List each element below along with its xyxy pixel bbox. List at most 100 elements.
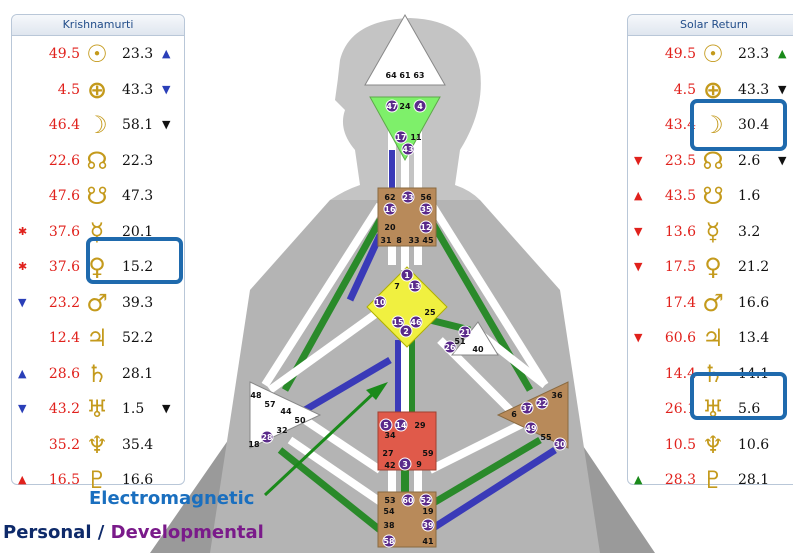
head-center — [364, 13, 446, 86]
moon-icon: ☽ — [702, 111, 724, 139]
legend-slash: / — [97, 522, 105, 543]
pre-indicator: ▼ — [18, 402, 27, 415]
gate-marker — [401, 493, 415, 507]
design-value: 43.2 — [48, 401, 80, 417]
post-indicator: ▼ — [162, 82, 171, 96]
gate-marker — [400, 268, 414, 282]
planet-row: 22.6☊22.3 — [12, 145, 184, 177]
pre-indicator: ▲ — [634, 189, 643, 202]
personality-value: 21.2 — [738, 259, 770, 275]
planet-row: ▼23.5☊2.6▼ — [628, 145, 793, 177]
gate-number: 30 — [554, 440, 566, 449]
personality-value: 16.6 — [738, 294, 770, 311]
personality-value: 15.2 — [122, 259, 154, 275]
personality-value: 43.3 — [122, 81, 154, 98]
planet-row: ▼23.2♂39.3 — [12, 287, 184, 319]
legend-line2: Personal / Developmental — [3, 522, 264, 543]
legend-electromagnetic: Electromagnetic — [89, 488, 255, 509]
gate-number: 51 — [454, 337, 466, 346]
gate-number: 35 — [420, 205, 432, 214]
uranus-icon: ♅ — [702, 395, 724, 423]
planet-panel-left: Krishnamurti 49.5☉23.3▲4.5⊕43.3▼46.4☽58.… — [11, 14, 185, 493]
gate-number: 14 — [395, 421, 407, 430]
jupiter-icon: ♃ — [702, 324, 724, 352]
gate-marker — [419, 202, 433, 216]
planet-row: 49.5☉23.3▲ — [12, 38, 184, 70]
gate-number: 10 — [374, 298, 386, 307]
gate-marker — [419, 220, 433, 234]
planet-row: ✱37.6♀15.2 — [12, 251, 184, 283]
gate-number: 62 — [384, 193, 395, 202]
planet-row: ▲28.6♄28.1 — [12, 358, 184, 390]
gate-number: 18 — [248, 440, 260, 449]
gate-number: 57 — [264, 400, 275, 409]
gate-number: 39 — [422, 521, 434, 530]
personality-value: 13.4 — [738, 330, 770, 346]
gate-marker — [419, 493, 433, 507]
gate-number: 3 — [402, 460, 408, 469]
personality-value: 28.1 — [122, 365, 154, 382]
north-node-icon: ☊ — [702, 146, 724, 175]
gate-number: 8 — [396, 236, 402, 245]
design-value: 4.5 — [673, 81, 696, 98]
gate-number: 44 — [280, 407, 292, 416]
north-node-icon: ☊ — [86, 146, 108, 175]
gate-marker — [401, 190, 415, 204]
design-value: 37.6 — [48, 259, 80, 275]
gate-number: 59 — [422, 449, 434, 458]
design-value: 12.4 — [48, 330, 80, 346]
gate-number: 56 — [420, 193, 432, 202]
gate-number: 54 — [383, 507, 395, 516]
jupiter-icon: ♃ — [86, 324, 108, 352]
personality-value: 47.3 — [122, 188, 154, 204]
gate-number: 33 — [408, 236, 419, 245]
mars-icon: ♂ — [702, 288, 724, 317]
mars-icon: ♂ — [86, 288, 108, 317]
gate-marker — [382, 534, 396, 548]
pre-indicator: ✱ — [18, 260, 28, 273]
design-value: 23.5 — [664, 152, 696, 169]
gate-marker — [394, 418, 408, 432]
pre-indicator: ▼ — [634, 224, 643, 238]
pre-indicator: ▲ — [18, 473, 27, 486]
personality-value: 1.5 — [122, 401, 145, 417]
gate-number: 26 — [444, 343, 456, 352]
post-indicator: ▼ — [778, 82, 787, 96]
personality-value: 39.3 — [122, 294, 154, 311]
gate-number: 17 — [395, 133, 406, 142]
gate-number: 24 — [399, 102, 411, 111]
gate-number: 32 — [276, 426, 287, 435]
gate-number: 12 — [420, 223, 431, 232]
gate-number: 25 — [424, 308, 436, 317]
gate-number: 22 — [536, 399, 547, 408]
gate-number: 16 — [384, 205, 396, 214]
earth-icon: ⊕ — [86, 75, 108, 104]
gate-marker — [383, 202, 397, 216]
pre-indicator: ✱ — [18, 224, 28, 238]
sun-icon: ☉ — [86, 40, 108, 68]
highlight-box — [690, 99, 787, 151]
planet-row: 47.6☋47.3 — [12, 180, 184, 212]
personality-value: 23.3 — [122, 46, 154, 62]
gate-number: 45 — [422, 236, 434, 245]
sun-icon: ☉ — [702, 40, 724, 68]
gate-number: 2 — [403, 327, 409, 336]
gate-marker — [399, 324, 413, 338]
gate-marker — [398, 457, 412, 471]
design-value: 47.6 — [48, 188, 80, 204]
moon-icon: ☽ — [86, 111, 108, 139]
gate-number: 55 — [540, 433, 552, 442]
gate-number: 31 — [380, 236, 392, 245]
gate-marker — [443, 340, 457, 354]
pluto-icon: ♇ — [702, 466, 724, 494]
ajna-center — [369, 96, 441, 162]
gate-number: 13 — [409, 282, 420, 291]
gate-number: 34 — [384, 431, 396, 440]
design-value: 23.2 — [48, 294, 80, 311]
gate-number: 60 — [402, 496, 414, 505]
design-value: 28.3 — [664, 472, 696, 488]
planet-row: ✱37.6☿20.1 — [12, 216, 184, 248]
personality-value: 52.2 — [122, 330, 154, 346]
design-value: 43.5 — [664, 188, 696, 204]
